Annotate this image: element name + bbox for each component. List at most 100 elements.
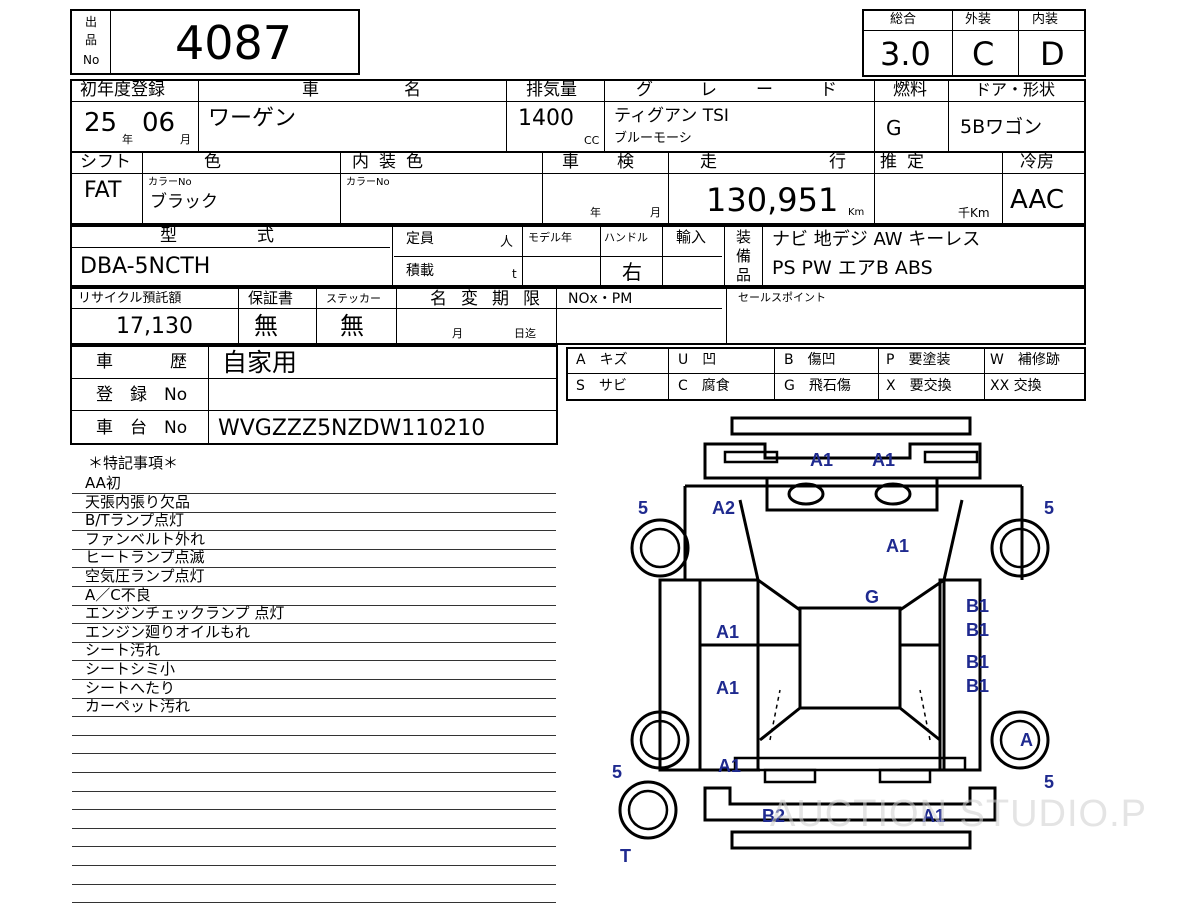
overall-label: 総合: [890, 12, 917, 27]
note-rule: [72, 641, 556, 643]
note-item: ヒートランプ点滅: [85, 548, 205, 567]
mark-left-a1-rear: A1: [716, 678, 739, 698]
legend-w: W 補修跡: [990, 352, 1060, 368]
reg-year: 25: [84, 108, 118, 138]
sales-point-label: セールスポイント: [738, 291, 826, 304]
note-rule: [72, 883, 556, 885]
color: ブラック: [150, 192, 218, 212]
mark-right-b1-4: B1: [966, 676, 989, 696]
note-rule: [72, 679, 556, 680]
equip-line-1: ナビ 地デジ AW キーレス: [772, 229, 981, 250]
car-name-label-2: 名: [404, 80, 421, 100]
legend-u: U 凹: [678, 352, 717, 368]
equip-line-2: PS PW エアB ABS: [772, 257, 933, 279]
legend-c: C 腐食: [678, 378, 730, 394]
load-label: 積載: [406, 263, 434, 279]
mark-tire-fr: 5: [1044, 498, 1054, 518]
grade-line-2: ブルーモーシ: [614, 131, 692, 146]
note-rule: [72, 511, 556, 513]
capacity-label: 定員: [406, 231, 434, 247]
note-rule: [72, 697, 556, 699]
car-name-label-1: 車: [302, 80, 319, 100]
overall-score: 3.0: [880, 35, 931, 73]
door-shape: 5Bワゴン: [960, 116, 1043, 138]
grade-label-3: ー: [756, 80, 773, 100]
displacement: 1400: [518, 106, 574, 131]
warranty-label: 保証書: [248, 289, 294, 307]
mark-front-a1-left: A1: [810, 450, 833, 470]
equip-label-2: 備: [736, 247, 752, 265]
interior-color-label: 内装色: [352, 152, 433, 172]
history: 自家用: [222, 348, 298, 377]
mark-spare-t: T: [620, 846, 631, 866]
mark-tire-fl: 5: [638, 498, 648, 518]
history-box: [70, 345, 558, 445]
mark-left-a1-front: A1: [716, 622, 739, 642]
equip-label-3: 品: [736, 266, 752, 284]
note-rule: [72, 530, 556, 532]
mark-rear-a1-right: A1: [922, 806, 945, 826]
note-rule: [72, 623, 556, 625]
note-rule: [72, 846, 556, 848]
import-label: 輸入: [676, 228, 707, 246]
note-item: カーペット汚れ: [85, 697, 191, 716]
mileage-unit: Km: [848, 207, 865, 218]
registration-label: 登 録 No: [96, 385, 188, 405]
score-box: [862, 9, 1086, 77]
grade-line-1: ティグアン TSI: [614, 106, 729, 126]
displacement-label: 排気量: [526, 80, 577, 100]
name-change-month-unit: 月: [452, 327, 463, 340]
reg-month: 06: [142, 108, 176, 138]
note-rule: [72, 827, 556, 829]
capacity-unit: 人: [500, 235, 514, 250]
load-unit: t: [512, 267, 517, 281]
note-item: ファンベルト外れ: [85, 529, 206, 548]
mileage-label: 走行: [700, 152, 958, 172]
handle-label: ハンドル: [604, 231, 648, 244]
model-year-label: モデル年: [528, 231, 572, 244]
inspection-year-unit: 年: [590, 206, 601, 219]
mark-roof-g: G: [865, 587, 879, 607]
history-label: 車 歴: [96, 352, 207, 372]
legend-p: P 要塗装: [886, 352, 951, 368]
nox-label: NOx・PM: [568, 291, 633, 307]
legend-x: X 要交換: [886, 378, 952, 394]
recycle-fee: 17,130: [116, 314, 193, 339]
car-damage-diagram: A1 A1 5 5 A2 A1 G A1 A1 B1 B1 B1 B1 A 5 …: [612, 416, 1150, 866]
ac: AAC: [1010, 185, 1064, 215]
legend-xx: XX 交換: [990, 378, 1042, 394]
legend-g: G 飛石傷: [784, 378, 851, 394]
car-name: ワーゲン: [208, 106, 297, 131]
model: DBA-5NCTH: [80, 254, 211, 279]
mileage: 130,951: [706, 181, 839, 219]
inspection-month-unit: 月: [650, 206, 661, 219]
mark-tire-rr: 5: [1044, 772, 1054, 792]
mark-tire-rl: 5: [612, 762, 622, 782]
note-rule: [72, 567, 556, 569]
shift: FAT: [84, 178, 122, 203]
note-rule: [72, 493, 556, 494]
estimate-label: 推定: [880, 152, 934, 172]
row2: [70, 151, 1086, 225]
equip-label-1: 装: [736, 228, 752, 246]
note-item: シートへたり: [85, 678, 176, 697]
note-item: AA初: [85, 474, 121, 492]
warranty: 無: [254, 312, 278, 340]
legend-s: S サビ: [576, 378, 627, 394]
interior-color-no-label: カラーNo: [346, 177, 390, 188]
mark-hood-a1: A1: [886, 536, 909, 556]
color-no-label: カラーNo: [148, 177, 192, 188]
first-reg-label: 初年度登録: [80, 80, 165, 100]
note-rule: [72, 790, 556, 792]
note-rule: [72, 586, 556, 587]
shift-label: シフト: [80, 152, 131, 172]
note-item: シート汚れ: [85, 641, 161, 660]
note-item: A／C不良: [85, 585, 151, 604]
lot-label-1: 出: [85, 15, 98, 29]
interior-score: D: [1040, 35, 1065, 73]
reg-month-unit: 月: [180, 133, 191, 146]
note-item: シートシミ小: [85, 660, 176, 678]
note-rule: [72, 772, 556, 773]
interior-label: 内装: [1032, 12, 1059, 27]
mark-right-b1-1: B1: [966, 596, 989, 616]
